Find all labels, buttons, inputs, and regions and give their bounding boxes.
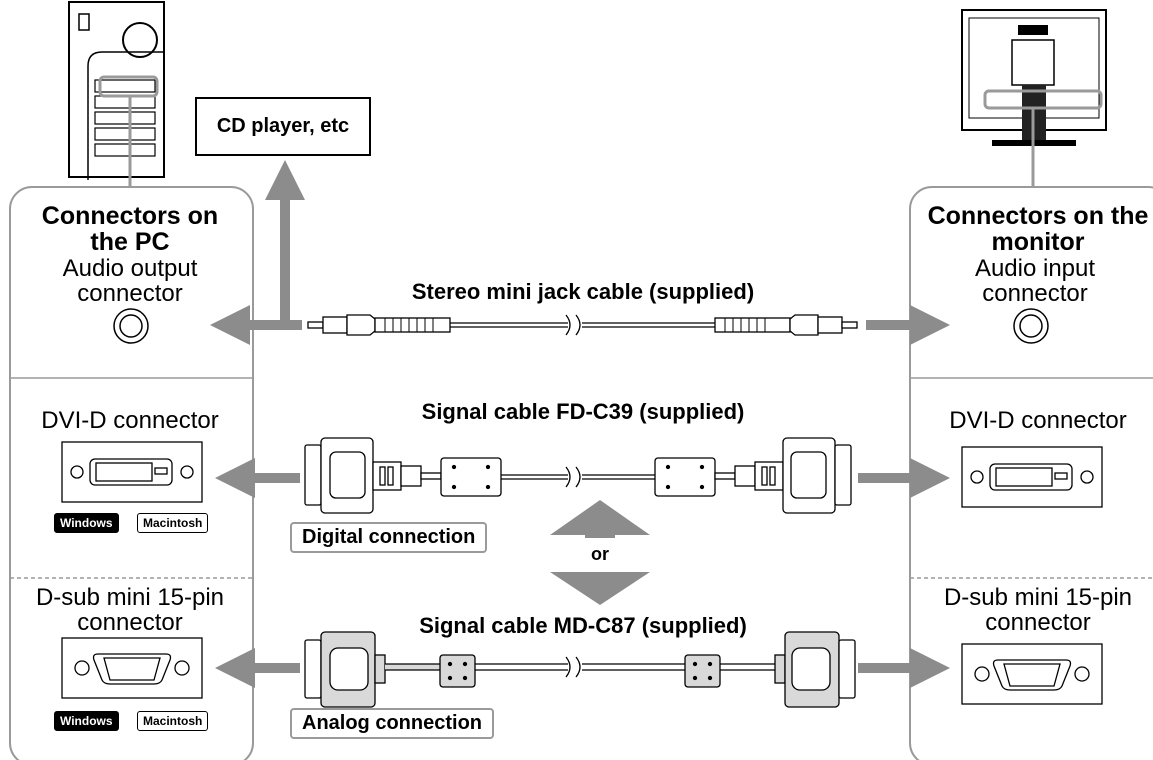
monitor-dsub-label: D-sub mini 15-pin connector bbox=[943, 584, 1133, 637]
pc-dsub-connector-icon bbox=[61, 637, 203, 699]
or-arrow-up bbox=[550, 500, 650, 535]
dsub-signal-cable bbox=[304, 631, 856, 708]
windows-badge: Windows bbox=[54, 513, 119, 533]
stereo-mini-jack-cable bbox=[307, 314, 858, 336]
macintosh-badge: Macintosh bbox=[137, 711, 209, 731]
analog-cable-title: Signal cable MD-C87 (supplied) bbox=[419, 613, 747, 638]
pc-dvi-label: DVI-D connector bbox=[41, 407, 219, 434]
pc-dvi-connector-icon bbox=[61, 441, 203, 503]
pc-audio-jack-icon bbox=[113, 308, 149, 344]
macintosh-badge: Macintosh bbox=[137, 513, 209, 533]
monitor-dvi-connector-icon bbox=[961, 446, 1103, 508]
pc-title: Connectors on the PC bbox=[41, 202, 219, 257]
monitor-title: Connectors on the monitor bbox=[927, 202, 1149, 257]
cd-player-box: CD player, etc bbox=[195, 97, 371, 156]
pc-dsub-label: D-sub mini 15-pin connector bbox=[35, 584, 225, 637]
pc-tower-illustration bbox=[68, 1, 165, 187]
dvi-signal-cable bbox=[304, 437, 852, 514]
analog-connection-label: Analog connection bbox=[290, 708, 494, 739]
digital-cable-title: Signal cable FD-C39 (supplied) bbox=[421, 399, 745, 424]
audio-cable-title: Stereo mini jack cable (supplied) bbox=[411, 279, 755, 304]
monitor-audio-jack-icon bbox=[1013, 308, 1049, 344]
pc-audio-label: Audio output connector bbox=[62, 255, 198, 308]
cd-player-label: CD player, etc bbox=[216, 115, 350, 137]
monitor-audio-label: Audio input connector bbox=[974, 255, 1096, 308]
digital-connection-label: Digital connection bbox=[290, 522, 488, 553]
monitor-dvi-label: DVI-D connector bbox=[949, 407, 1127, 434]
or-label: or bbox=[591, 544, 609, 564]
windows-badge: Windows bbox=[54, 711, 119, 731]
or-arrow-down bbox=[550, 572, 650, 605]
monitor-dsub-connector-icon bbox=[961, 643, 1103, 705]
monitor-illustration bbox=[961, 9, 1107, 187]
